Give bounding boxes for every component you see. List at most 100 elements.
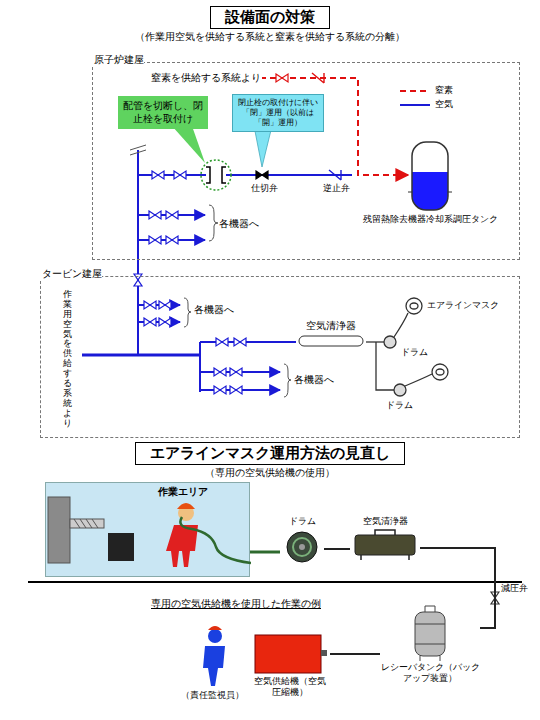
nitrogen-pipe: [312, 73, 324, 83]
airline-mask-set: [366, 298, 448, 396]
callout-tail: [254, 126, 272, 167]
air-pipe: [138, 174, 206, 176]
legend-swatch: [400, 104, 430, 106]
work-area-icon: [48, 497, 70, 563]
valve-name: 減圧弁: [500, 583, 529, 594]
hose-drum-icon: [282, 527, 322, 567]
valve-symbol: [230, 386, 242, 394]
valve-symbol: [166, 236, 178, 244]
air-pipe: [209, 205, 218, 241]
region-border: [92, 62, 520, 260]
airline-mask-set: [366, 341, 384, 342]
title-block: エアラインマスク運用方法の見直し （専用の空気供給機の使用）: [90, 442, 450, 479]
source-note: 窒素を供給する系統より: [150, 72, 262, 83]
title-block-label: エアラインマスク運用方法の見直し: [135, 442, 405, 465]
tank-unit-icon: [408, 192, 452, 193]
building-region-label: 原子炉建屋: [92, 54, 144, 67]
work-area-icon: [74, 519, 98, 528]
tank-unit-icon: [412, 172, 448, 190]
airline-mask-set: [384, 336, 396, 348]
legend-swatch: [400, 90, 430, 92]
callout-bubble-label: 閉止栓の取付けに伴い「閉」運用（以前は「開」運用）: [236, 98, 320, 128]
air-compressor-icon: [321, 650, 327, 656]
work-area-icon: [180, 517, 251, 563]
valve-symbol: [174, 171, 186, 179]
building-region: タービン建屋空気清浄器: [40, 262, 520, 438]
title-block-label: 設備面の対策: [210, 6, 330, 29]
airline-mask-set: [406, 298, 422, 314]
air-pipe: [206, 167, 210, 183]
airline-mask-set: [432, 364, 448, 380]
legend-swatch: [398, 100, 432, 110]
air-cleaner-icon: [297, 333, 365, 349]
work-area-icon: [46, 483, 251, 578]
building-region-label: タービン建屋: [40, 268, 102, 281]
destination-note: 各機器へ: [218, 218, 260, 230]
air-pipe: [137, 150, 139, 355]
tank-unit-icon: [408, 140, 452, 214]
legend-text: 空気: [435, 99, 453, 110]
tank-unit: 残留熱除去機器冷却系調圧タンク: [345, 140, 515, 225]
air-pipe: [200, 341, 296, 343]
pipe-connector: [330, 653, 380, 655]
valve-symbol: [149, 211, 161, 219]
pipe-connector: [250, 551, 280, 554]
equipment-name: ドラム: [400, 347, 429, 358]
title-block: 設備面の対策（作業用空気を供給する系統と窒素を供給する系統の分離）: [90, 6, 450, 43]
airline-mask-set: [394, 384, 406, 396]
destination-note: 各機器へ: [293, 374, 335, 386]
valve-symbol: [144, 318, 156, 326]
valve-symbol: [329, 170, 341, 180]
legend-text: 窒素: [435, 85, 453, 96]
supervisor-figure: [208, 626, 222, 630]
legend-item: 窒素: [398, 84, 453, 98]
air-pipe: [82, 145, 352, 397]
airline-mask-set: [405, 374, 432, 386]
valve-name: 逆止弁: [322, 183, 351, 194]
air-cleaner-label: 空気清浄器: [296, 320, 366, 333]
hose-drum-icon: [299, 544, 305, 550]
valve-symbol: [159, 301, 171, 309]
air-pipe: [284, 364, 291, 397]
receiver-tank-icon: [400, 604, 460, 662]
valve-symbol: [214, 368, 226, 376]
source-note: 作業用空気を供給する系統より: [62, 290, 73, 428]
callout-bubble-label: 配管を切断し、閉止栓を取付け: [121, 100, 205, 125]
air-cleaner-icon: [355, 535, 415, 555]
tank-unit-icon: [412, 172, 448, 210]
supervisor-figure: [203, 626, 225, 686]
equipment-name: エアラインマスク: [426, 300, 500, 311]
valve-symbol: [149, 236, 161, 244]
valve-symbol: [152, 171, 164, 179]
supervisor-figure: [203, 646, 225, 686]
airline-mask-set: [394, 313, 408, 337]
valve-symbol: [230, 368, 242, 376]
work-area-label: 作業エリア: [116, 486, 249, 499]
valve-symbol: [159, 318, 171, 326]
equipment-name: ドラム: [385, 400, 414, 411]
hose-drum-label: ドラム: [280, 516, 324, 527]
hose-drum-icon: [287, 532, 317, 562]
hose-drum: ドラム: [280, 516, 324, 567]
legend-item: 空気: [398, 98, 453, 112]
valve-symbol: [234, 338, 246, 346]
valve-symbol: [216, 338, 228, 346]
callout-bubble: 閉止栓の取付けに伴い「閉」運用（以前は「開」運用）: [232, 94, 324, 132]
valve-name: 仕切弁: [250, 183, 279, 194]
valve-symbol: [166, 211, 178, 219]
person-role: （責任監視員）: [180, 690, 245, 701]
tank-unit-icon: [412, 142, 448, 210]
receiver-tank-label: レシーバタンク（バックアップ装置）: [380, 662, 480, 685]
callout-tail: [172, 126, 205, 163]
work-area-icon: [166, 525, 198, 567]
work-area: 作業エリア: [45, 482, 250, 577]
pipe-connector: [324, 548, 350, 550]
work-area-icon: [108, 533, 134, 561]
legend-swatch: [398, 86, 432, 96]
destination-note: 各機器へ: [193, 304, 235, 316]
example-caption: 専用の空気供給機を使用した作業の例: [150, 598, 322, 610]
subtitle: （専用の空気供給機の使用）: [90, 467, 450, 480]
valve-symbol: [214, 386, 226, 394]
air-pipe: [184, 298, 191, 327]
